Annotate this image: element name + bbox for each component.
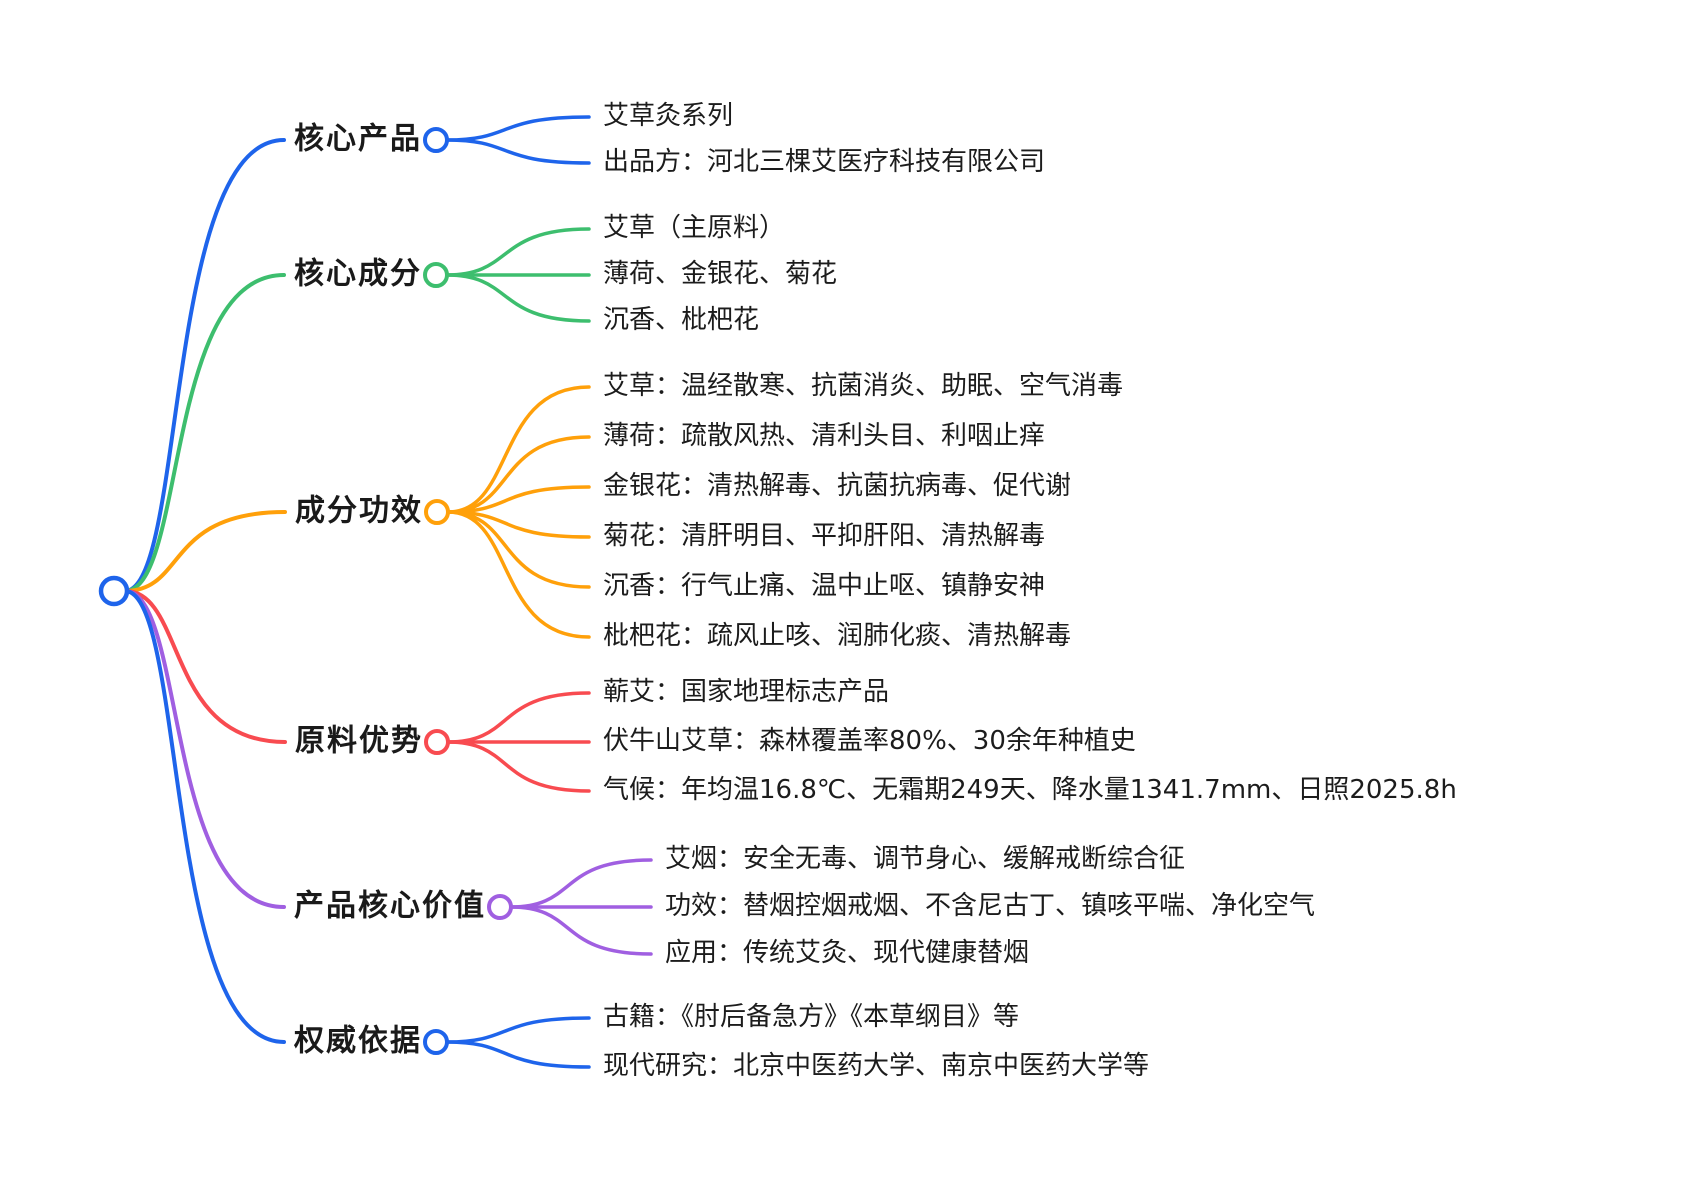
child-node-text[interactable]: 现代研究：北京中医药大学、南京中医药大学等 <box>603 1050 1150 1081</box>
branch-child-curve <box>445 138 591 165</box>
branch-child-curve <box>446 691 591 744</box>
branch-label[interactable]: 原料优势 <box>295 723 423 759</box>
branch-child-curve <box>445 1016 591 1044</box>
branch-child-curve <box>446 385 591 514</box>
branch-child-curve <box>446 485 591 514</box>
child-node-text[interactable]: 菊花：清肝明目、平抑肝阳、清热解毒 <box>603 520 1046 551</box>
branch-label[interactable]: 成分功效 <box>295 493 423 529</box>
branch-child-curve <box>445 227 591 277</box>
branch-child-curve <box>445 115 591 142</box>
branch-node-circle[interactable] <box>487 894 513 920</box>
child-node-text[interactable]: 薄荷：疏散风热、清利头目、利咽止痒 <box>603 420 1046 451</box>
root-branch-curve <box>123 589 286 909</box>
child-node-text[interactable]: 艾草灸系列 <box>603 100 734 131</box>
child-node-text[interactable]: 艾草（主原料） <box>603 212 786 243</box>
root-branch-curve <box>123 273 286 593</box>
root-branch-curve <box>123 589 287 744</box>
branch-node-circle[interactable] <box>423 1029 449 1055</box>
child-node-text[interactable]: 金银花：清热解毒、抗菌抗病毒、促代谢 <box>603 470 1072 501</box>
branch-node-circle[interactable] <box>424 729 450 755</box>
child-node-text[interactable]: 功效：替烟控烟戒烟、不含尼古丁、镇咳平喘、净化空气 <box>665 890 1316 921</box>
child-node-text[interactable]: 蕲艾：国家地理标志产品 <box>603 676 890 707</box>
branch-child-curve <box>446 510 591 539</box>
branch-label[interactable]: 核心产品 <box>294 121 422 157</box>
branch-child-curve <box>445 273 591 323</box>
branch-child-curve <box>509 858 653 909</box>
branch-child-curve <box>446 435 591 514</box>
branch-child-curve <box>446 740 591 793</box>
branch-label[interactable]: 核心成分 <box>294 256 422 292</box>
child-node-text[interactable]: 应用：传统艾灸、现代健康替烟 <box>665 937 1030 968</box>
child-node-text[interactable]: 沉香、枇杷花 <box>603 304 760 335</box>
child-node-text[interactable]: 枇杷花：疏风止咳、润肺化痰、清热解毒 <box>603 620 1072 651</box>
branch-child-curve <box>445 1040 591 1069</box>
branch-node-circle[interactable] <box>423 262 449 288</box>
branch-child-curve <box>446 510 591 639</box>
root-branch-curve <box>123 589 286 1044</box>
branch-child-curve <box>509 905 653 956</box>
branch-node-circle[interactable] <box>423 127 449 153</box>
root-branch-curve <box>123 138 286 593</box>
child-node-text[interactable]: 沉香：行气止痛、温中止呕、镇静安神 <box>603 570 1046 601</box>
child-node-text[interactable]: 气候：年均温16.8℃、无霜期249天、降水量1341.7mm、日照2025.8… <box>603 774 1457 805</box>
branch-label[interactable]: 产品核心价值 <box>294 888 486 924</box>
root-branch-curve <box>123 510 287 593</box>
branch-child-curve <box>446 510 591 589</box>
child-node-text[interactable]: 伏牛山艾草：森林覆盖率80%、30余年种植史 <box>603 725 1136 756</box>
child-node-text[interactable]: 艾草：温经散寒、抗菌消炎、助眠、空气消毒 <box>603 370 1124 401</box>
child-node-text[interactable]: 出品方：河北三棵艾医疗科技有限公司 <box>603 146 1046 177</box>
child-node-text[interactable]: 薄荷、金银花、菊花 <box>603 258 838 289</box>
child-node-text[interactable]: 艾烟：安全无毒、调节身心、缓解戒断综合征 <box>665 843 1186 874</box>
branch-node-circle[interactable] <box>424 499 450 525</box>
branch-label[interactable]: 权威依据 <box>294 1023 422 1059</box>
child-node-text[interactable]: 古籍：《肘后备急方》《本草纲目》等 <box>603 1001 1020 1032</box>
root-node-circle[interactable] <box>98 575 130 607</box>
